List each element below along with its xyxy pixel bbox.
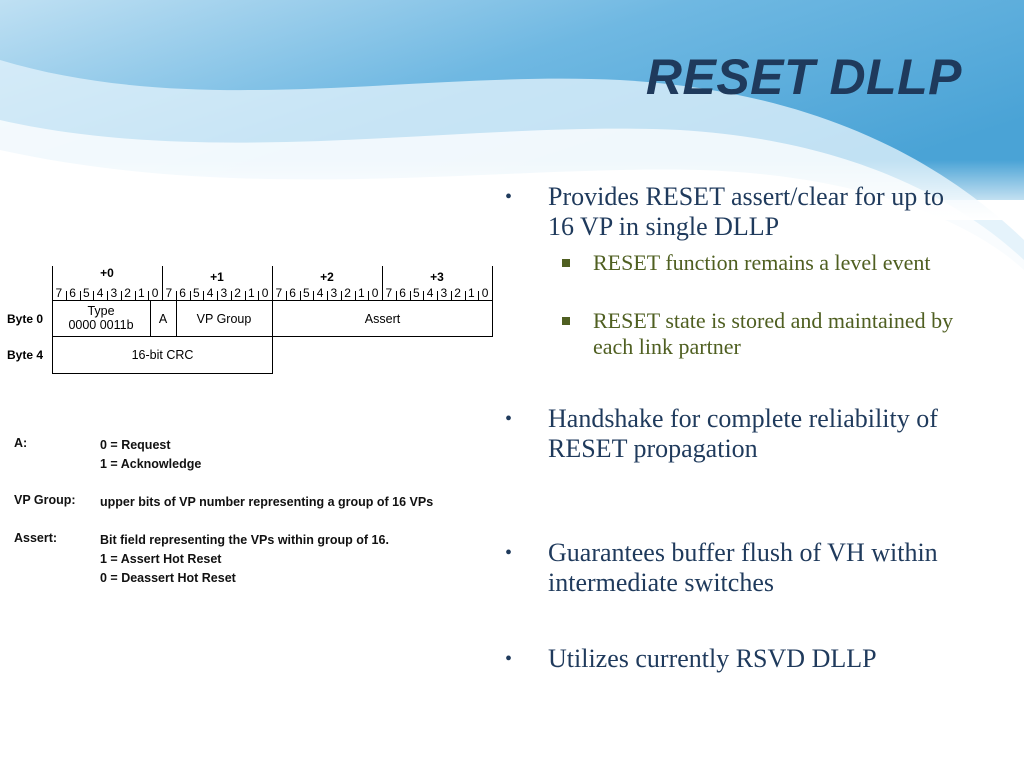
bit-number: 7 [382, 286, 396, 300]
legend-key: VP Group: [14, 493, 76, 507]
type-field-value: 0000 0011b [68, 318, 134, 332]
bit-number: 0 [368, 286, 382, 300]
bullet-text: Handshake for complete reliability of RE… [548, 404, 938, 463]
bullet-dot-icon: • [505, 542, 513, 564]
bit-number: 2 [340, 286, 355, 300]
assert-field: Assert [364, 312, 401, 326]
field-divider [272, 300, 273, 337]
bit-number: 3 [437, 286, 451, 300]
legend-line: 0 = Request [100, 438, 171, 452]
legend-key: Assert: [14, 531, 58, 545]
bit-number: 1 [354, 286, 369, 300]
bit-number: 0 [258, 286, 272, 300]
header-divider [492, 266, 493, 300]
sub-bullet-text: RESET state is stored and maintained by … [593, 308, 954, 359]
a-field: A [158, 312, 168, 326]
bullet-text: Guarantees buffer flush of VH within int… [548, 538, 938, 597]
bit-number: 7 [162, 286, 176, 300]
bit-number: 1 [134, 286, 149, 300]
bit-number: 2 [120, 286, 135, 300]
bit-number: 6 [285, 286, 300, 300]
bit-number: 0 [478, 286, 492, 300]
bit-number: 1 [244, 286, 259, 300]
byte-offset-label: +3 [430, 270, 444, 284]
bit-number: 5 [299, 286, 314, 300]
bit-number: 3 [107, 286, 121, 300]
byte4-row [52, 336, 273, 374]
bit-number: 7 [55, 286, 63, 300]
bit-number: 4 [423, 286, 437, 300]
bit-number: 1 [464, 286, 479, 300]
square-bullet-icon [562, 317, 570, 325]
legend-line: Bit field representing the VPs within gr… [100, 533, 389, 547]
header-divider [272, 266, 273, 300]
bit-number: 3 [327, 286, 341, 300]
byte-offset-label: +2 [320, 270, 334, 284]
header-divider [162, 266, 163, 300]
bullet-dot-icon: • [505, 408, 513, 430]
legend-line: 1 = Acknowledge [100, 457, 202, 471]
square-bullet-icon [562, 259, 570, 267]
bullet-text: Utilizes currently RSVD DLLP [548, 644, 877, 673]
bit-number: 5 [189, 286, 204, 300]
bit-number: 6 [395, 286, 410, 300]
bit-number: 4 [93, 286, 107, 300]
header-divider [52, 266, 53, 300]
bit-number: 7 [272, 286, 286, 300]
type-field-label: Type [87, 304, 115, 318]
legend-key: A: [14, 436, 28, 450]
bit-number: 5 [409, 286, 424, 300]
crc-field: 16-bit CRC [131, 348, 194, 362]
row-label: Byte 0 [7, 312, 44, 326]
legend-line: 1 = Assert Hot Reset [100, 552, 222, 566]
bit-number: 2 [450, 286, 465, 300]
legend-line: 0 = Deassert Hot Reset [100, 571, 236, 585]
field-divider [176, 300, 177, 337]
byte-offset-label: +1 [210, 270, 224, 284]
bit-number: 0 [148, 286, 162, 300]
bit-number: 4 [203, 286, 217, 300]
bullet-dot-icon: • [505, 186, 513, 208]
bit-number: 4 [313, 286, 327, 300]
legend-line: upper bits of VP number representing a g… [100, 495, 434, 509]
bit-number: 2 [230, 286, 245, 300]
bullet-text: Provides RESET assert/clear for up to 16… [548, 182, 944, 241]
bit-number: 3 [217, 286, 231, 300]
row-label: Byte 4 [7, 348, 44, 362]
header-divider [382, 266, 383, 300]
vp-group-field: VP Group [196, 312, 252, 326]
slide-title: RESET DLLP [645, 49, 962, 105]
bit-number: 5 [79, 286, 94, 300]
byte-offset-label: +0 [100, 266, 114, 280]
bit-number: 6 [65, 286, 80, 300]
bullet-dot-icon: • [505, 648, 513, 670]
field-divider [150, 300, 151, 337]
sub-bullet-text: RESET function remains a level event [593, 250, 931, 275]
bit-number: 6 [175, 286, 190, 300]
